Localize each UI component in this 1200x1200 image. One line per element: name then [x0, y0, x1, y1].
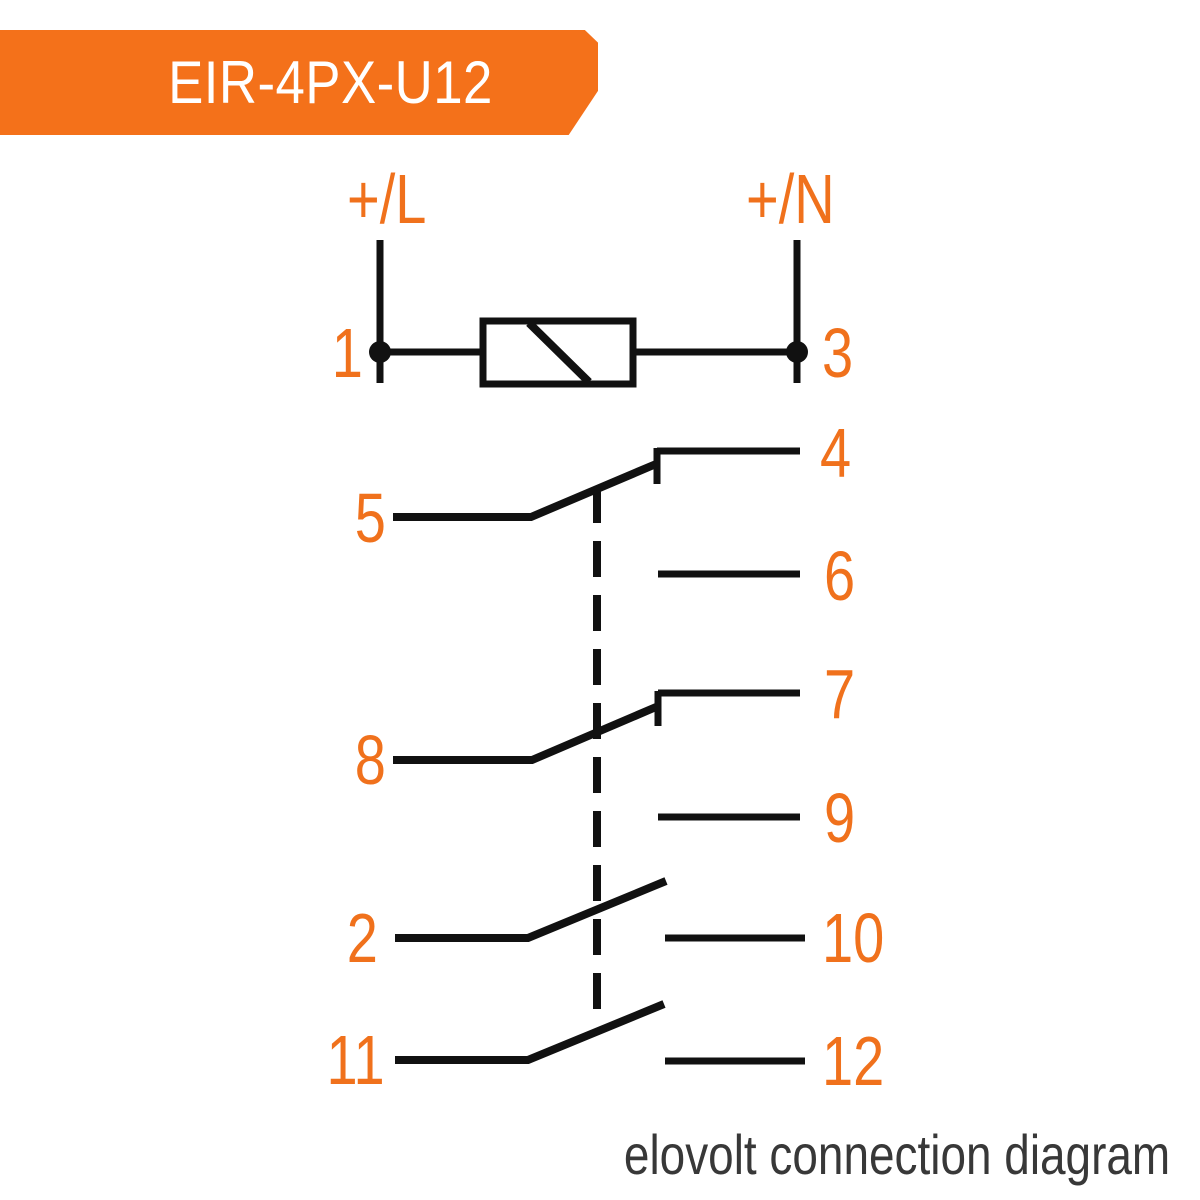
product-banner: EIR-4PX-U12 [0, 30, 598, 135]
terminal-label-3: 3 [822, 314, 854, 392]
terminal-label-6: 6 [824, 537, 856, 615]
terminal-label-9: 9 [824, 779, 856, 857]
contact3-blade [395, 877, 668, 942]
junction-dot-terminal-1 [369, 341, 391, 363]
contact-group-11-12 [395, 1000, 805, 1065]
coil-box [479, 317, 637, 388]
terminal-label-5: 5 [354, 479, 386, 557]
terminal-label-4: 4 [820, 414, 852, 492]
coil-diagonal [526, 320, 592, 385]
terminal-label-7: 7 [824, 655, 856, 733]
footer-caption: elovolt connection diagram [623, 1123, 1170, 1186]
contact-group-5-4-6 [393, 447, 800, 578]
coil-circuit [369, 240, 808, 388]
contact-group-8-7-9 [393, 689, 800, 821]
terminal-label-1: 1 [331, 314, 363, 392]
terminal-label-10: 10 [822, 899, 885, 977]
terminal-label-8: 8 [354, 721, 386, 799]
contact4-blade [395, 1000, 666, 1064]
terminal-label-11: 11 [326, 1021, 385, 1099]
supply-label-plus-N: +/N [746, 160, 835, 238]
contact-group-2-10 [395, 877, 805, 942]
product-model-title: EIR-4PX-U12 [167, 49, 493, 116]
terminal-label-12: 12 [822, 1022, 885, 1100]
contact2-blade [393, 703, 658, 764]
terminal-label-2: 2 [346, 899, 378, 977]
supply-label-plus-L: +/L [347, 160, 427, 238]
junction-dot-terminal-3 [786, 341, 808, 363]
schematic-lines [369, 240, 808, 1065]
contact1-blade [393, 460, 658, 521]
